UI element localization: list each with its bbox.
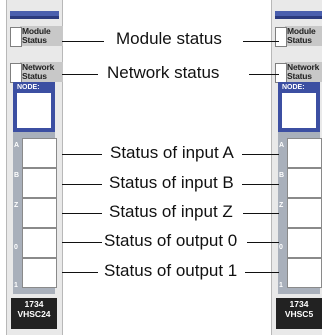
callout-module-status: Module status	[116, 29, 222, 48]
output-1-led	[22, 258, 57, 288]
network-status-leader-left	[62, 74, 98, 75]
io-letter-0: 0	[14, 244, 18, 251]
output-0-leader-right	[247, 242, 279, 243]
module-status-leader-left	[62, 41, 104, 42]
module-top-bar	[10, 11, 59, 16]
node-label: NODE:	[17, 84, 40, 91]
io-letter-1: 1	[279, 282, 283, 289]
module-top-bar-dark	[10, 16, 59, 19]
callout-input-a: Status of input A	[110, 143, 234, 162]
input-z-led	[22, 198, 57, 228]
input-a-led	[287, 138, 322, 168]
input-a-leader-right	[242, 154, 279, 155]
callout-input-b: Status of input B	[109, 173, 234, 192]
network-status-led	[275, 63, 287, 83]
io-letter-a: A	[279, 142, 285, 149]
io-letter-1: 1	[14, 282, 18, 289]
node-address-frame: NODE:	[278, 82, 320, 132]
node-label: NODE:	[282, 84, 305, 91]
module-status-label: Module Status	[22, 26, 51, 45]
node-address-window	[282, 93, 316, 128]
output-1-leader-right	[245, 272, 279, 273]
callout-output-1: Status of output 1	[104, 261, 238, 280]
callout-input-z: Status of input Z	[109, 202, 233, 221]
callout-network-status: Network status	[107, 63, 220, 82]
input-a-led	[22, 138, 57, 168]
io-letter-z: Z	[279, 202, 284, 209]
io-letter-b: B	[14, 172, 20, 179]
module-vhsc24: Module Status Network Status NODE: A B Z…	[6, 0, 63, 335]
input-z-led	[287, 198, 322, 228]
input-b-led	[287, 168, 322, 198]
output-0-leader-left	[62, 242, 102, 243]
module-status-led	[275, 27, 287, 47]
node-address-window	[17, 93, 51, 128]
io-letter-z: Z	[14, 202, 19, 209]
io-letter-b: B	[279, 172, 285, 179]
io-status-panel: A B Z 0 1	[278, 132, 322, 294]
output-1-led	[287, 258, 322, 288]
input-b-leader-right	[242, 184, 279, 185]
node-address-frame: NODE:	[13, 82, 55, 132]
module-status-label: Module Status	[287, 26, 316, 45]
module-top-bar-dark	[275, 16, 322, 19]
output-0-led	[22, 228, 57, 258]
input-z-leader-left	[62, 213, 102, 214]
catalog-number-label: 1734 VHSC5	[276, 298, 322, 329]
module-vhsc5: Module Status Network Status NODE: A B Z…	[271, 0, 322, 335]
io-status-panel: A B Z 0 1	[13, 132, 57, 294]
network-status-leader-right	[249, 74, 279, 75]
input-z-leader-right	[243, 213, 279, 214]
input-b-leader-left	[62, 184, 102, 185]
input-a-leader-left	[62, 154, 102, 155]
network-status-label: Network Status	[22, 62, 55, 81]
input-b-led	[22, 168, 57, 198]
catalog-number-label: 1734 VHSC24	[11, 298, 57, 329]
module-status-led	[10, 27, 22, 47]
module-status-leader-right	[243, 41, 279, 42]
module-top-bar	[275, 11, 322, 16]
output-0-led	[287, 228, 322, 258]
output-1-leader-left	[62, 272, 98, 273]
network-status-led	[10, 63, 22, 83]
callout-output-0: Status of output 0	[104, 231, 238, 250]
io-letter-a: A	[14, 142, 20, 149]
io-letter-0: 0	[279, 244, 283, 251]
network-status-label: Network Status	[287, 62, 320, 81]
